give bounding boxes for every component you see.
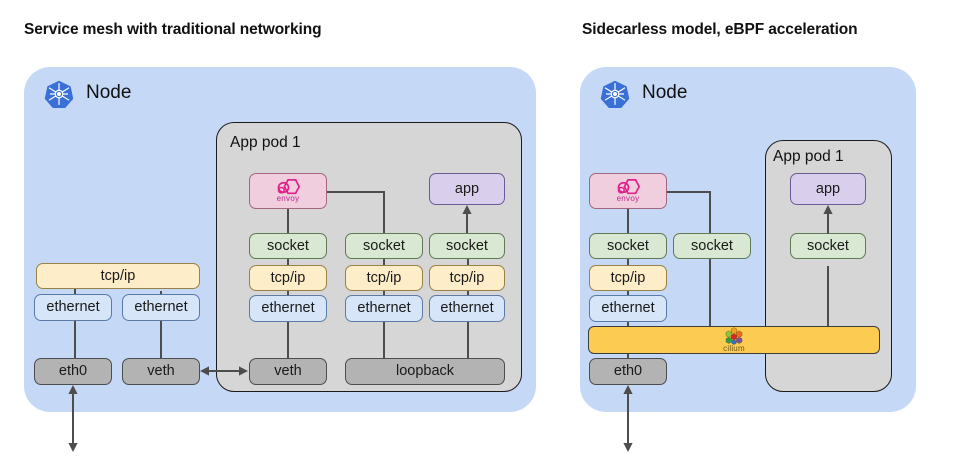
pod-socket-box-3[interactable]: socket bbox=[429, 233, 505, 259]
host-socket-box-1-right[interactable]: socket bbox=[589, 233, 667, 259]
connector-socket2-tcpip2 bbox=[383, 257, 385, 267]
host-eth0-box[interactable]: eth0 bbox=[34, 358, 112, 385]
veth-pair-arrow-left bbox=[200, 366, 248, 376]
host-tcpip-box-left[interactable]: tcp/ip bbox=[36, 263, 200, 289]
connector-tcpip-ethernet-right bbox=[627, 289, 629, 297]
connector-eth2-loopback bbox=[383, 321, 385, 359]
pod-label-left: App pod 1 bbox=[230, 134, 301, 151]
envoy-label-right: envoy bbox=[616, 194, 640, 203]
connector-tcpip3-eth3 bbox=[467, 289, 469, 296]
pod-tcpip-box-3[interactable]: tcp/ip bbox=[429, 265, 505, 291]
app-box-left[interactable]: app bbox=[429, 173, 505, 205]
pod-loopback-box[interactable]: loopback bbox=[345, 358, 505, 385]
envoy-logo-icon: envoy bbox=[275, 179, 301, 203]
connector-socket3-tcpip3 bbox=[467, 257, 469, 267]
connector-envoy-socket2-v bbox=[383, 191, 385, 235]
connector-tcpip2-eth2 bbox=[383, 289, 385, 296]
host-veth-box[interactable]: veth bbox=[122, 358, 200, 385]
connector-socket1-tcpip1 bbox=[287, 257, 289, 267]
pod-ethernet-box-1[interactable]: ethernet bbox=[249, 295, 327, 322]
connector-host-ethernet-veth bbox=[160, 291, 162, 371]
connector-cilium-eth0 bbox=[627, 352, 629, 360]
pod-veth-box[interactable]: veth bbox=[249, 358, 327, 385]
connector-envoy-right-h bbox=[325, 191, 385, 193]
panel-sidecarless-ebpf: Sidecarless model, eBPF acceleration Nod… bbox=[560, 0, 960, 463]
host-ethernet-box-veth[interactable]: ethernet bbox=[122, 294, 200, 321]
socket-to-app-arrow-right bbox=[823, 205, 833, 326]
connector-socket2-cilium bbox=[709, 259, 711, 327]
cilium-label: cilium bbox=[723, 344, 745, 353]
connector-socket1-tcpip-right bbox=[627, 259, 629, 267]
connector-host-tcpip-eth0 bbox=[74, 281, 76, 371]
cilium-bar[interactable]: cilium bbox=[588, 326, 880, 354]
connector-envoy-socket2-v-right bbox=[709, 191, 711, 235]
pod-label-right: App pod 1 bbox=[773, 148, 844, 165]
node-label-right: Node bbox=[642, 82, 688, 103]
panel-service-mesh-traditional: Service mesh with traditional networking… bbox=[24, 21, 536, 452]
kubernetes-icon bbox=[44, 79, 74, 109]
host-ethernet-box-right[interactable]: ethernet bbox=[589, 295, 667, 322]
connector-eth3-loopback bbox=[467, 321, 469, 359]
pod-socket-box-1[interactable]: socket bbox=[249, 233, 327, 259]
page-title-left: Service mesh with traditional networking bbox=[24, 21, 322, 38]
envoy-logo-icon: envoy bbox=[615, 179, 641, 203]
eth0-external-arrow-right bbox=[623, 385, 633, 452]
connector-tcpip1-eth1 bbox=[287, 289, 289, 296]
pod-socket-box-2[interactable]: socket bbox=[345, 233, 423, 259]
host-eth0-box-right[interactable]: eth0 bbox=[589, 358, 667, 385]
cilium-logo-icon: cilium bbox=[723, 327, 745, 353]
host-tcpip-box-right[interactable]: tcp/ip bbox=[589, 265, 667, 291]
envoy-label-left: envoy bbox=[276, 194, 300, 203]
page-title-right: Sidecarless model, eBPF acceleration bbox=[582, 21, 858, 38]
pod-tcpip-box-2[interactable]: tcp/ip bbox=[345, 265, 423, 291]
connector-envoy-socket1-right bbox=[627, 207, 629, 235]
connector-ethernet-cilium bbox=[627, 321, 629, 329]
connector-envoy-socket1 bbox=[287, 207, 289, 235]
pod-socket-box-right[interactable]: socket bbox=[790, 233, 866, 259]
host-socket-box-2-right[interactable]: socket bbox=[673, 233, 751, 259]
pod-ethernet-box-3[interactable]: ethernet bbox=[429, 295, 505, 322]
socket-to-app-arrow-left bbox=[462, 205, 472, 234]
envoy-box-left[interactable]: envoy bbox=[249, 173, 327, 209]
pod-ethernet-box-2[interactable]: ethernet bbox=[345, 295, 423, 322]
kubernetes-icon bbox=[600, 79, 630, 109]
node-label-left: Node bbox=[86, 82, 132, 103]
pod-tcpip-box-1[interactable]: tcp/ip bbox=[249, 265, 327, 291]
host-ethernet-box-eth0[interactable]: ethernet bbox=[34, 294, 112, 321]
connector-eth1-veth bbox=[287, 321, 289, 359]
connector-envoy-right-h-right bbox=[665, 191, 711, 193]
envoy-box-right[interactable]: envoy bbox=[589, 173, 667, 209]
eth0-external-arrow-left bbox=[68, 385, 78, 452]
app-box-right[interactable]: app bbox=[790, 173, 866, 205]
